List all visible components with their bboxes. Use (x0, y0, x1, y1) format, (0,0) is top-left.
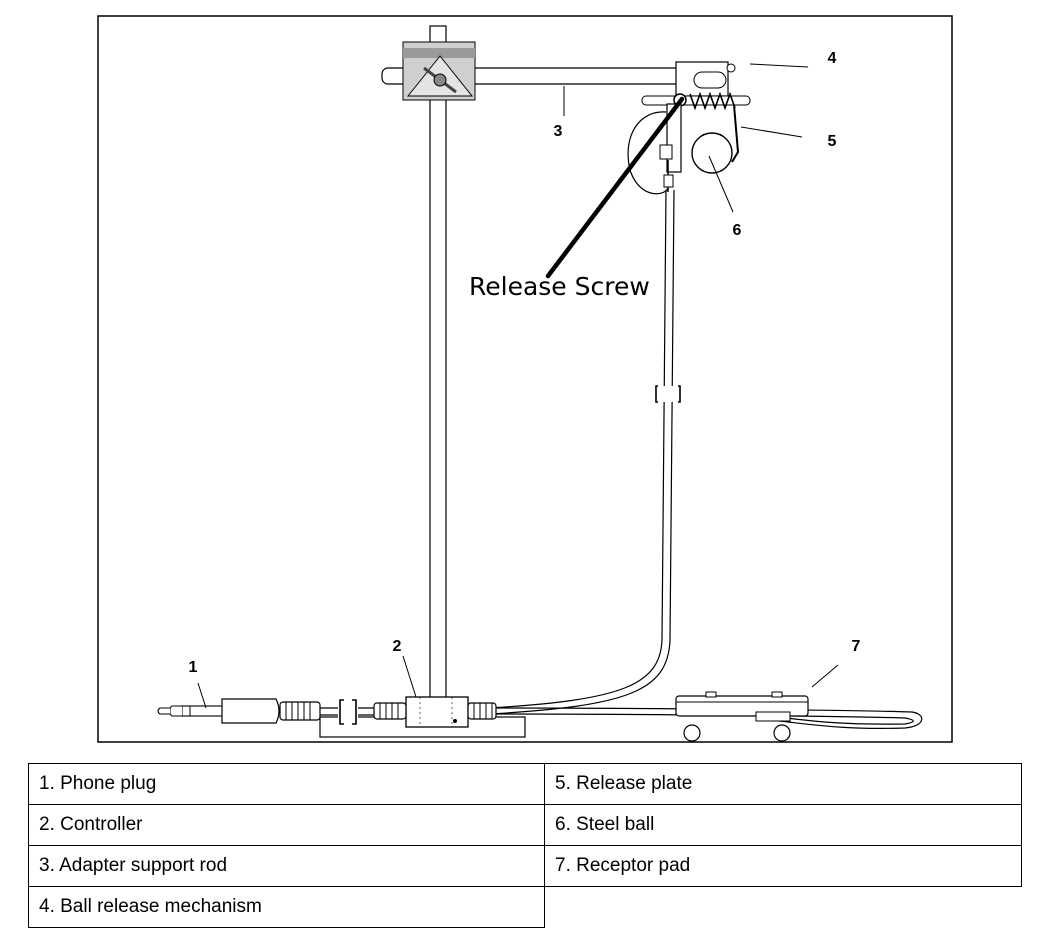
callout-4: 4 (828, 50, 837, 67)
table-row: 1. Phone plug 5. Release plate (28, 763, 1022, 805)
callout-1: 1 (189, 659, 198, 676)
callout-5: 5 (828, 133, 837, 150)
legend-cell: 1. Phone plug (28, 763, 545, 805)
controller (405, 696, 469, 728)
legend-cell: 6. Steel ball (544, 804, 1022, 846)
table-row: 2. Controller 6. Steel ball (28, 804, 1022, 846)
diagram-frame (97, 15, 953, 743)
leader-line-1 (197, 682, 207, 709)
legend-cell: 3. Adapter support rod (28, 845, 545, 887)
receptor-cable-outer (494, 707, 923, 729)
phone-plug (157, 698, 321, 724)
legend-cell: 2. Controller (28, 804, 545, 846)
strain-relief-left (373, 702, 407, 720)
release-screw-pointer (545, 96, 685, 279)
legend-cell: 5. Release plate (544, 763, 1022, 805)
callout-7: 7 (852, 638, 861, 655)
legend-cell: 7. Receptor pad (544, 845, 1022, 887)
callout-3: 3 (554, 123, 563, 140)
release-cable-outer (489, 189, 667, 709)
legend-cell: 4. Ball release mechanism (28, 886, 545, 928)
ball-release-mechanism (641, 61, 751, 192)
leader-line-5 (740, 126, 803, 138)
parts-legend-table: 1. Phone plug 5. Release plate 2. Contro… (28, 763, 1022, 928)
rod-clamp (402, 41, 476, 101)
apparatus-diagram: 1 2 3 4 5 6 7 Release Screw (97, 15, 953, 743)
leader-line-2 (402, 655, 417, 698)
table-row: 3. Adapter support rod 7. Receptor pad (28, 845, 1022, 887)
cable-break-mark (655, 385, 681, 403)
vertical-support-rod (429, 25, 447, 719)
callout-6: 6 (733, 222, 742, 239)
callout-2: 2 (393, 638, 402, 655)
leader-line-6 (708, 155, 734, 213)
release-plate (731, 104, 740, 163)
receptor-pad (675, 691, 809, 742)
strain-relief-right (467, 702, 497, 720)
plug-cable-break-mark (338, 699, 358, 725)
receptor-cable-inner (494, 713, 914, 725)
table-row: 4. Ball release mechanism (28, 886, 1022, 928)
release-cable-inner (489, 189, 675, 715)
leader-line-4 (749, 63, 809, 68)
leader-line-7 (811, 664, 839, 688)
release-screw-label: Release Screw (469, 272, 650, 301)
steel-ball (691, 132, 733, 174)
legend-cell-empty (544, 886, 1022, 928)
